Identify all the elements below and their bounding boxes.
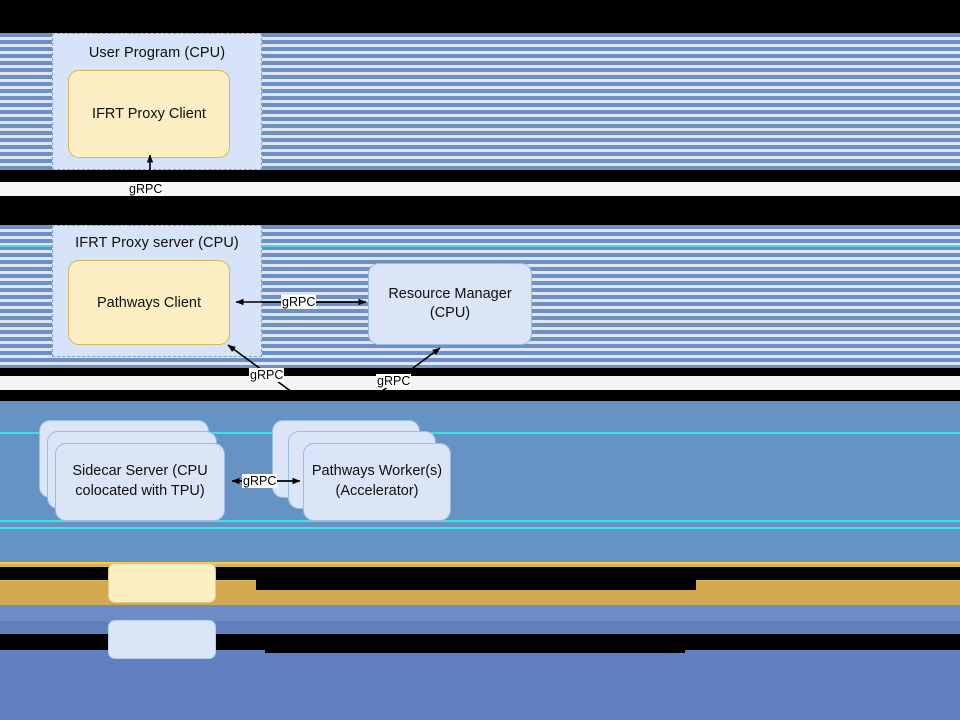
node-pathways-client-label: Pathways Client [97,294,201,311]
node-pathways-workers-line2: (Accelerator) [335,483,419,499]
node-pathways-workers-line1: Pathways Worker(s) [311,463,443,480]
node-resource-manager-line2: (CPU) [429,305,471,321]
node-ifrt-proxy-client-label: IFRT Proxy Client [92,106,206,122]
legend-label-blue [265,636,685,653]
artifact-blue-block [0,660,960,720]
edge-label-grpc-4: gRPC [376,374,412,388]
artifact-blue-block [0,605,960,621]
artifact-gold-band [0,564,960,565]
artifact-black-band [0,196,960,225]
edge-label-grpc-5: gRPC [242,474,278,488]
artifact-blue-block [0,530,960,565]
node-user-program-label: User Program (CPU) [88,45,226,61]
artifact-cyan-line [0,432,960,434]
artifact-cyan-line [0,527,960,529]
node-pathways-workers[interactable]: Pathways Worker(s) (Accelerator) [303,443,451,521]
node-sidecar-server-line2: colocated with TPU) [75,483,205,499]
node-resource-manager[interactable]: Resource Manager (CPU) [368,263,532,345]
node-sidecar-server[interactable]: Sidecar Server (CPU colocated with TPU) [55,443,225,521]
legend-label-yellow [256,573,696,590]
edge-label-grpc-3: gRPC [249,368,285,382]
artifact-black-band [0,368,960,376]
artifact-stripes [0,358,960,368]
legend-swatch-blue [108,620,216,659]
artifact-cyan-line [0,245,960,247]
node-resource-manager-line1: Resource Manager [388,285,512,302]
edge-label-grpc-1: gRPC [128,182,164,196]
edge-label-grpc-2: gRPC [281,295,317,309]
artifact-cyan-line [0,520,960,522]
artifact-gold-line [0,562,960,565]
artifact-white-band [0,182,960,196]
artifact-black-band [0,0,960,33]
artifact-black-band [0,390,960,401]
node-pathways-client[interactable]: Pathways Client [68,260,230,345]
artifact-black-band [0,170,960,182]
node-sidecar-server-line1: Sidecar Server (CPU [72,463,208,480]
legend-swatch-yellow [108,563,216,603]
node-ifrt-proxy-server-label: IFRT Proxy server (CPU) [75,235,239,251]
node-ifrt-proxy-client[interactable]: IFRT Proxy Client [68,70,230,158]
